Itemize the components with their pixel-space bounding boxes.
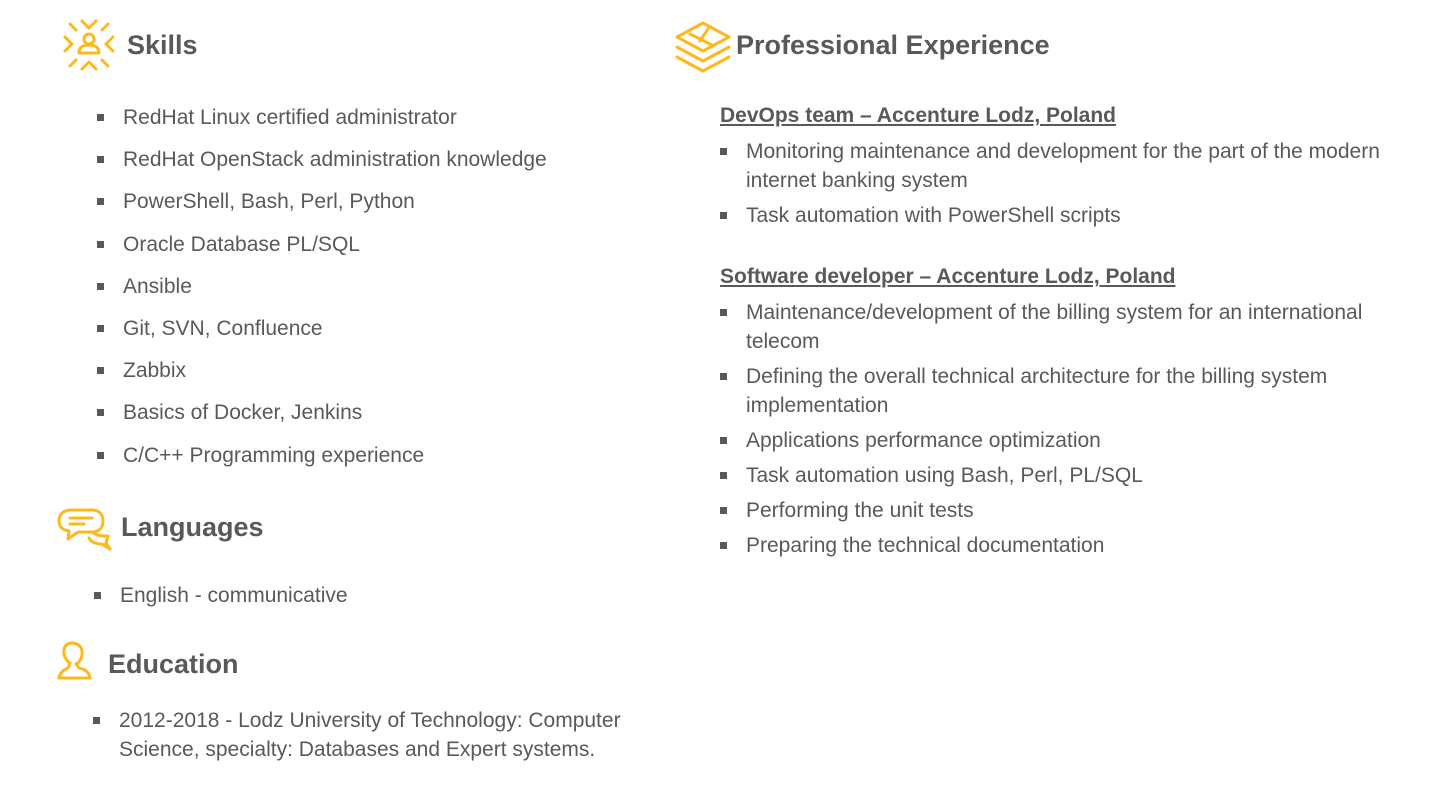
- developer-duties-list: Maintenance/development of the billing s…: [720, 298, 1410, 560]
- duty-text: Performing the unit tests: [746, 499, 974, 522]
- skill-text: PowerShell, Bash, Perl, Python: [123, 190, 415, 214]
- people-network-icon: [62, 18, 116, 72]
- duty-text: Preparing the technical documentation: [746, 534, 1105, 557]
- bullet: [97, 367, 104, 375]
- skill-text: Git, SVN, Confluence: [123, 316, 323, 340]
- duty-text: Task automation using Bash, Perl, PL/SQL: [746, 464, 1143, 487]
- skills-list: RedHat Linux certified administrator Red…: [97, 103, 657, 483]
- person-icon: [55, 640, 95, 682]
- list-item: Zabbix: [97, 356, 657, 398]
- bullet: [720, 212, 727, 219]
- list-item: Ansible: [97, 272, 657, 314]
- languages-list: English - communicative: [94, 581, 654, 610]
- skill-text: Oracle Database PL/SQL: [123, 232, 360, 256]
- list-item: Preparing the technical documentation: [720, 531, 1410, 560]
- bullet: [97, 198, 104, 206]
- list-item: English - communicative: [94, 581, 654, 610]
- bullet: [720, 542, 727, 549]
- list-item: Defining the overall technical architect…: [720, 362, 1410, 420]
- skills-heading: Skills: [127, 30, 198, 60]
- bullet: [720, 148, 727, 155]
- bullet: [97, 451, 104, 459]
- devops-duties-list: Monitoring maintenance and development f…: [720, 137, 1410, 230]
- language-text: English - communicative: [120, 584, 348, 607]
- list-item: Oracle Database PL/SQL: [97, 230, 657, 272]
- bullet: [97, 324, 104, 332]
- skill-text: RedHat OpenStack administration knowledg…: [123, 148, 547, 172]
- list-item: Basics of Docker, Jenkins: [97, 398, 657, 440]
- bullet: [720, 472, 727, 479]
- bullet: [94, 592, 101, 599]
- skill-text: Ansible: [123, 274, 192, 298]
- list-item: PowerShell, Bash, Perl, Python: [97, 187, 657, 229]
- list-item: Git, SVN, Confluence: [97, 314, 657, 356]
- list-item: Task automation using Bash, Perl, PL/SQL: [720, 461, 1410, 490]
- bullet: [97, 156, 104, 164]
- list-item: Maintenance/development of the billing s…: [720, 298, 1410, 356]
- bullet: [97, 409, 104, 417]
- duty-text: Applications performance optimization: [746, 429, 1101, 452]
- list-item: RedHat OpenStack administration knowledg…: [97, 145, 657, 187]
- experience-heading: Professional Experience: [736, 30, 1050, 60]
- skill-text: Basics of Docker, Jenkins: [123, 401, 363, 425]
- bullet: [97, 282, 104, 290]
- duty-text: Defining the overall technical architect…: [746, 365, 1328, 417]
- skill-text: RedHat Linux certified administrator: [123, 106, 457, 129]
- duty-text: Task automation with PowerShell scripts: [746, 204, 1121, 227]
- stacked-layers-icon: [672, 19, 734, 79]
- bullet: [720, 373, 727, 380]
- bullet: [97, 240, 104, 248]
- job-title-devops: DevOps team – Accenture Lodz, Poland: [720, 104, 1116, 127]
- education-list: 2012-2018 - Lodz University of Technolog…: [93, 706, 663, 764]
- list-item: Task automation with PowerShell scripts: [720, 201, 1410, 230]
- duty-text: Monitoring maintenance and development f…: [746, 140, 1380, 192]
- education-heading: Education: [108, 649, 239, 679]
- bullet: [93, 717, 100, 724]
- bullet: [720, 437, 727, 444]
- list-item: Performing the unit tests: [720, 496, 1410, 525]
- list-item: Monitoring maintenance and development f…: [720, 137, 1410, 195]
- bullet: [720, 309, 727, 316]
- education-text: 2012-2018 - Lodz University of Technolog…: [119, 709, 621, 761]
- list-item: Applications performance optimization: [720, 426, 1410, 455]
- duty-text: Maintenance/development of the billing s…: [746, 301, 1363, 353]
- bullet: [720, 507, 727, 514]
- languages-heading: Languages: [121, 512, 264, 542]
- job-title-software-developer: Software developer – Accenture Lodz, Pol…: [720, 265, 1176, 288]
- list-item: 2012-2018 - Lodz University of Technolog…: [93, 706, 663, 764]
- skill-text: C/C++ Programming experience: [123, 443, 425, 467]
- list-item: C/C++ Programming experience: [97, 441, 657, 483]
- list-item: RedHat Linux certified administrator: [97, 103, 657, 145]
- skill-text: Zabbix: [123, 359, 187, 383]
- bullet: [97, 114, 104, 121]
- speech-bubbles-icon: [56, 506, 112, 554]
